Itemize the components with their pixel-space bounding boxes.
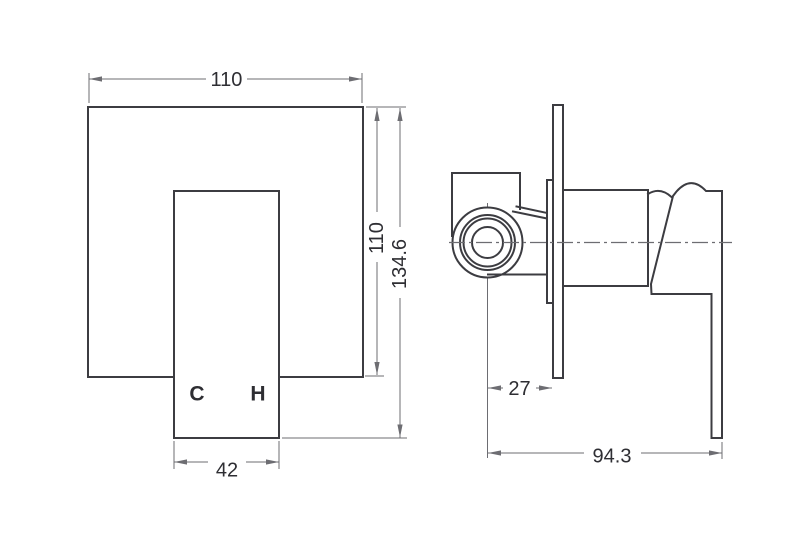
dimension-plate-height: 110: [365, 106, 406, 377]
center-to-plate-value: 27: [508, 378, 530, 400]
overall-height-value: 134.6: [389, 239, 411, 289]
valve-body: [451, 172, 521, 237]
lever-fillet-arc: [646, 189, 673, 199]
dimension-handle-width: 42: [173, 441, 280, 482]
dimension-overall-depth: 94.3: [488, 442, 723, 468]
side-view: [449, 104, 732, 458]
cold-port-label: C: [189, 383, 204, 406]
handle-width-value: 42: [216, 460, 238, 482]
plate-height-value: 110: [366, 222, 388, 254]
handle-lever: [649, 182, 723, 439]
dimension-center-to-plate: 27: [488, 378, 552, 400]
dimension-overall-height: 134.6: [282, 108, 411, 439]
cartridge-body: [562, 189, 649, 287]
plate-width-value: 110: [211, 69, 243, 91]
overall-depth-value: 94.3: [593, 446, 632, 468]
connector-nipple: [511, 205, 549, 220]
dimension-plate-width: 110: [88, 69, 363, 103]
front-handle: [173, 190, 280, 439]
side-wall-plate: [552, 104, 564, 379]
hot-port-label: H: [250, 383, 265, 406]
front-view: C H: [87, 106, 364, 439]
